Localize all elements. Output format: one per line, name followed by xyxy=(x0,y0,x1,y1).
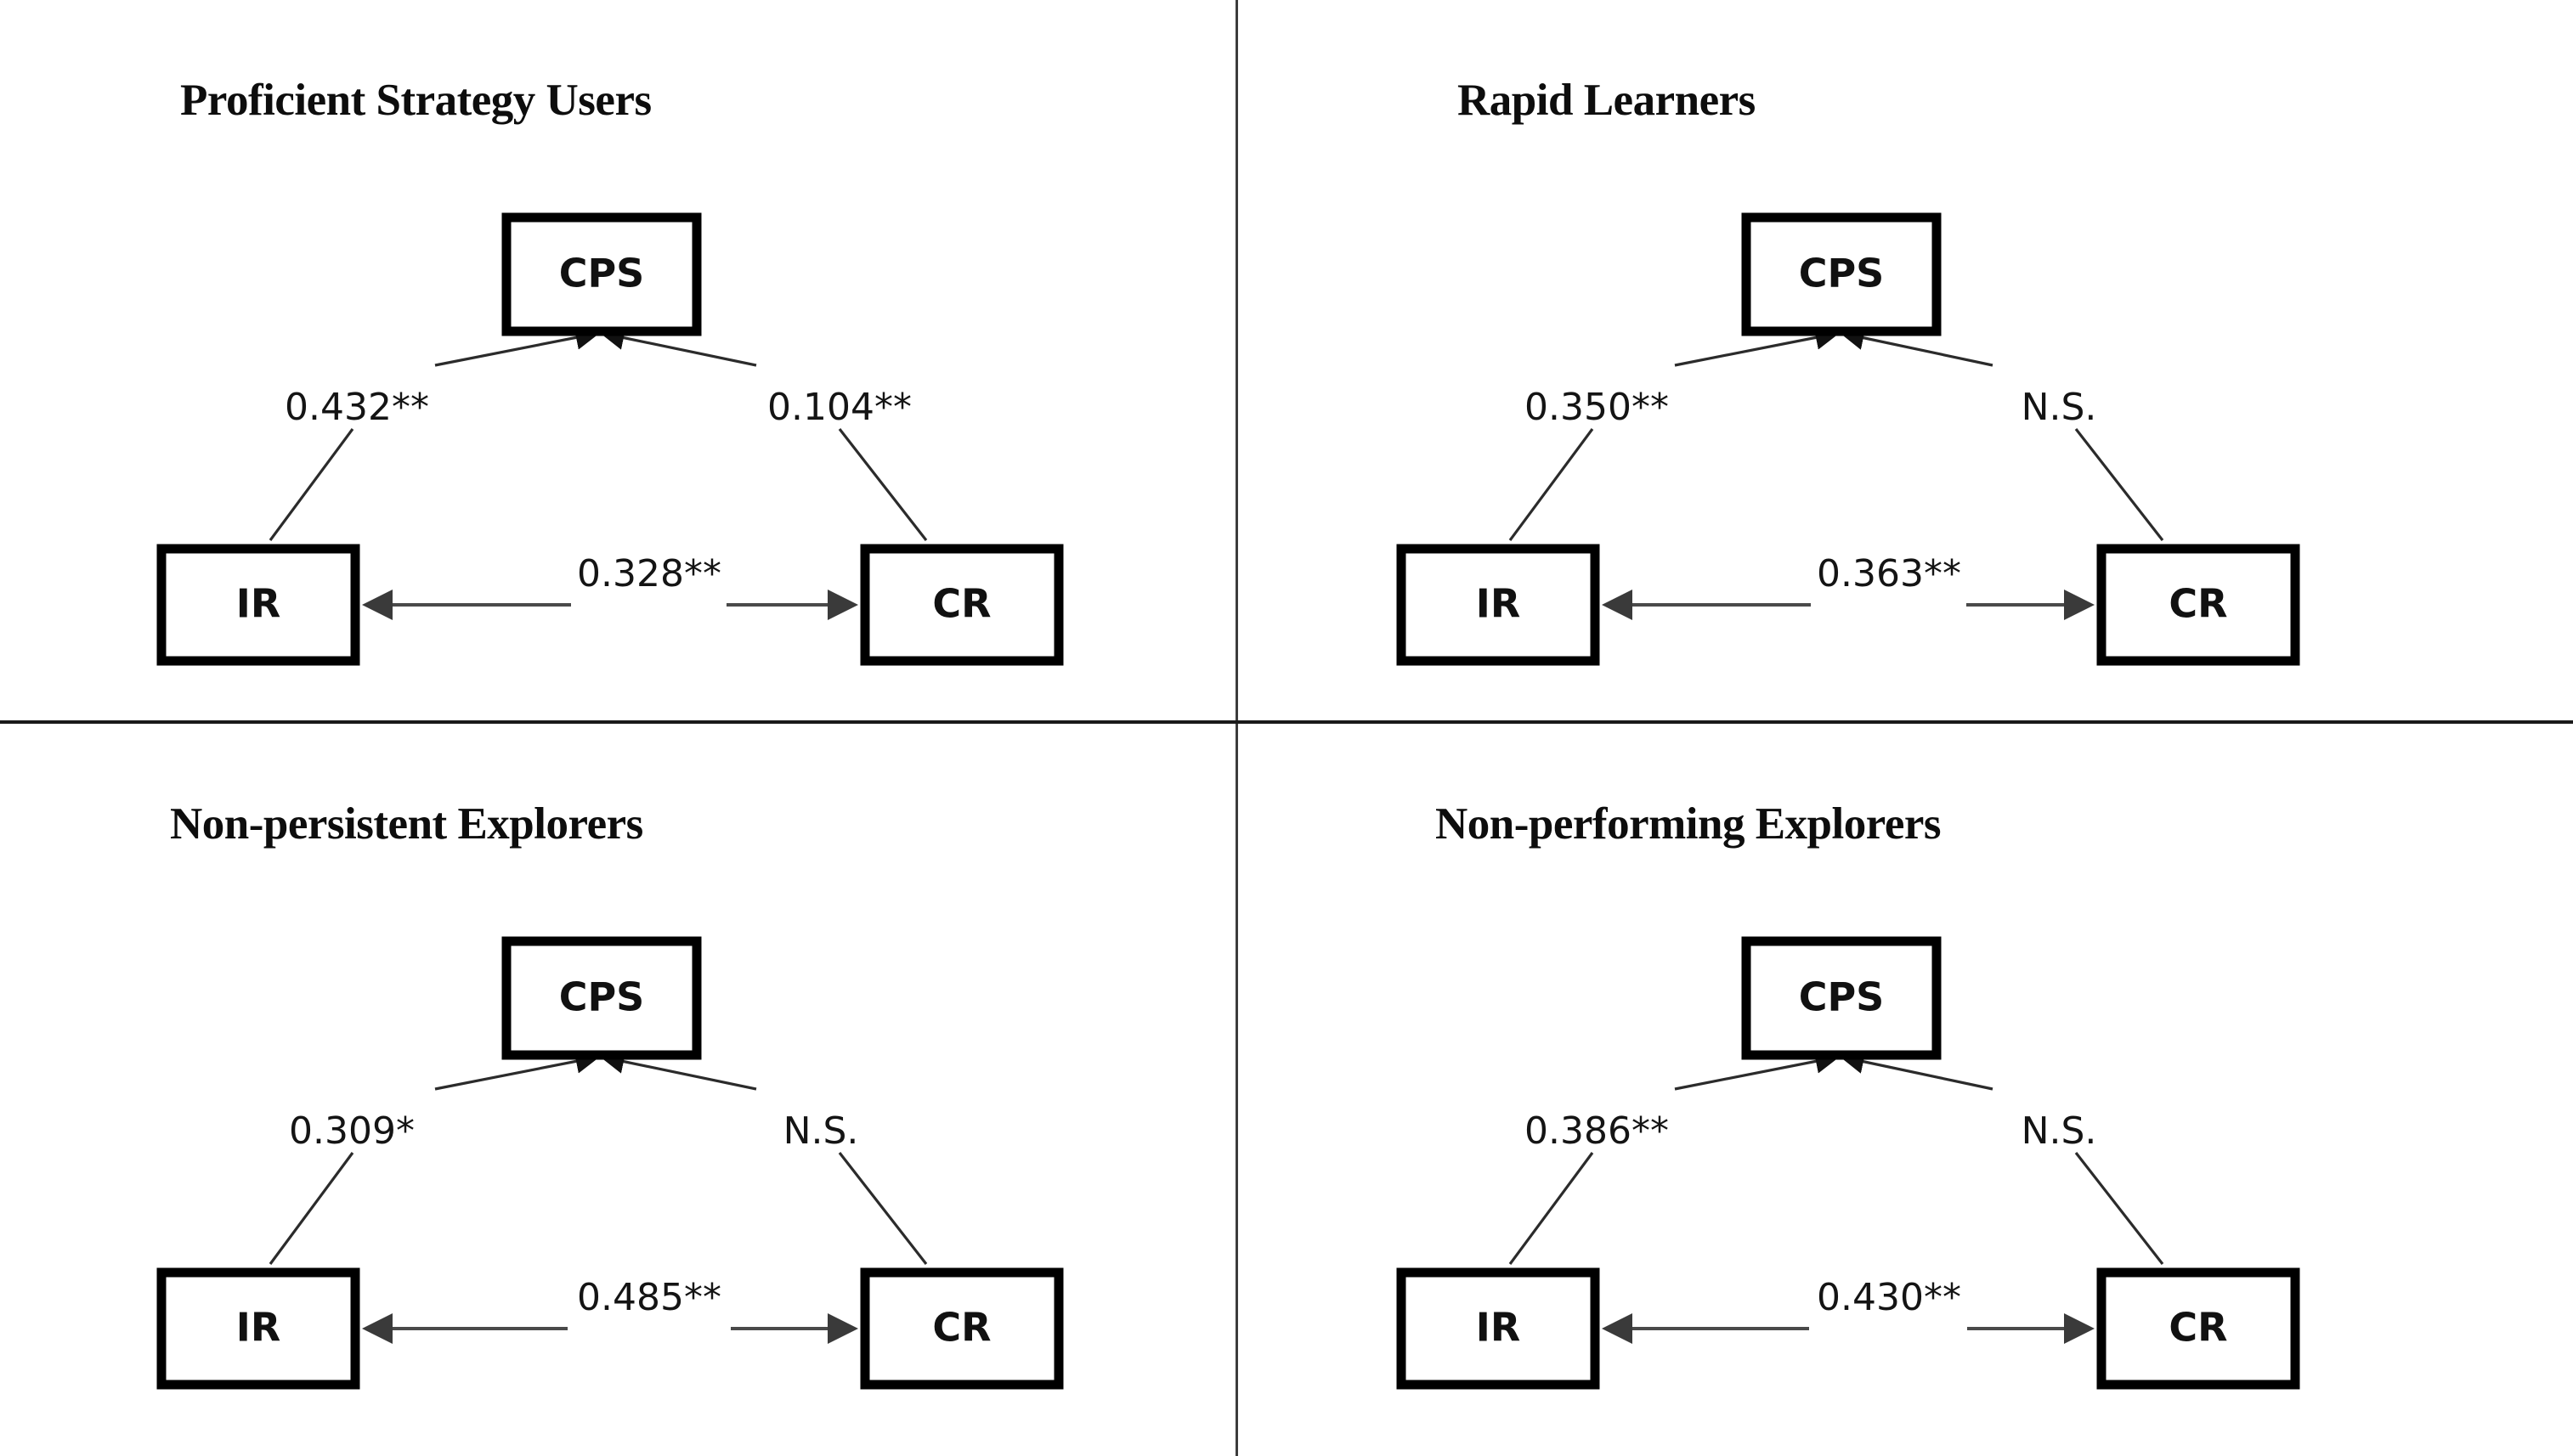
edge-label-ir-to-cps: 0.309* xyxy=(289,1109,415,1153)
node-label-ir: IR xyxy=(236,581,281,627)
node-box-cps[interactable] xyxy=(501,936,702,1060)
edge-ir-to-cps-arrow xyxy=(434,325,601,367)
edge-label-ir-cr: 0.328** xyxy=(577,552,721,595)
edge-ir-to-cps-lower xyxy=(1508,1152,1594,1265)
edge-ir-to-cps-arrow xyxy=(1674,325,1841,367)
node-box-cr[interactable] xyxy=(860,544,1064,666)
path-diagram: CPS IR CR 0.432** 0.104** 0.328** xyxy=(156,212,1064,666)
edge-label-ir-to-cps: 0.386** xyxy=(1524,1109,1669,1153)
node-label-cr: CR xyxy=(932,581,991,627)
node-label-ir: IR xyxy=(236,1305,281,1351)
node-box-cr[interactable] xyxy=(860,1267,1064,1390)
node-box-ir[interactable] xyxy=(1396,1267,1600,1390)
node-label-cr: CR xyxy=(2169,581,2227,627)
panel-non-performing-explorers: Non-performing Explorers xyxy=(1238,724,2474,1444)
edge-ir-to-cps-lower xyxy=(269,1152,354,1265)
node-box-ir[interactable] xyxy=(156,1267,360,1390)
edge-cr-to-cps-arrow xyxy=(599,325,757,367)
panel-non-persistent-explorers: Non-persistent Explorers xyxy=(0,724,1236,1444)
edge-ir-to-cps-arrow xyxy=(1674,1049,1841,1091)
node-box-cr[interactable] xyxy=(2096,544,2300,666)
edge-label-ir-cr: 0.485** xyxy=(577,1276,721,1319)
edge-ir-to-cps-lower xyxy=(1508,428,1594,541)
edge-cr-to-cps-arrow xyxy=(1839,1049,1993,1091)
edge-cr-to-cps-arrow xyxy=(1839,325,1993,367)
node-box-cr[interactable] xyxy=(2096,1267,2300,1390)
edge-label-cr-to-cps: 0.104** xyxy=(767,386,912,429)
edge-ir-to-cps-lower xyxy=(269,428,354,541)
node-label-ir: IR xyxy=(1476,1305,1521,1351)
node-label-cps: CPS xyxy=(1799,974,1885,1020)
vertical-divider xyxy=(1236,0,1238,1456)
node-label-ir: IR xyxy=(1476,581,1521,627)
node-label-cps: CPS xyxy=(559,251,645,296)
edge-label-cr-to-cps: N.S. xyxy=(2022,1109,2097,1153)
edge-label-ir-to-cps: 0.350** xyxy=(1524,386,1669,429)
panel-title: Rapid Learners xyxy=(1457,76,1756,125)
path-diagram: CPS IR CR 0.309* N.S. 0.485** xyxy=(156,936,1064,1390)
panel-title: Non-persistent Explorers xyxy=(170,799,643,849)
edge-cr-to-cps-lower xyxy=(2074,428,2164,541)
node-label-cps: CPS xyxy=(559,974,645,1020)
panel-title: Proficient Strategy Users xyxy=(180,76,652,125)
panel-rapid-learners: Rapid Learners CPS xyxy=(1238,0,2474,720)
panel-title: Non-performing Explorers xyxy=(1435,799,1942,849)
edge-cr-to-cps-lower xyxy=(838,1152,928,1265)
edge-label-ir-to-cps: 0.432** xyxy=(285,386,429,429)
path-diagram: CPS IR CR 0.386** N.S. 0.430** xyxy=(1396,936,2300,1390)
edge-label-ir-cr: 0.430** xyxy=(1817,1276,1961,1319)
horizontal-divider xyxy=(0,720,2573,724)
node-box-ir[interactable] xyxy=(1396,544,1600,666)
edge-ir-to-cps-arrow xyxy=(434,1049,601,1091)
node-label-cr: CR xyxy=(2169,1305,2227,1351)
node-box-cps[interactable] xyxy=(501,212,702,336)
path-diagram: CPS IR CR 0.350** N.S. 0.363** xyxy=(1396,212,2300,666)
edge-cr-to-cps-arrow xyxy=(599,1049,757,1091)
panel-proficient-strategy-users: Proficient Strategy Users xyxy=(0,0,1236,720)
node-box-cps[interactable] xyxy=(1741,936,1942,1060)
edge-label-cr-to-cps: N.S. xyxy=(783,1109,859,1153)
edge-cr-to-cps-lower xyxy=(2074,1152,2164,1265)
edge-label-cr-to-cps: N.S. xyxy=(2022,386,2097,429)
edge-label-ir-cr: 0.363** xyxy=(1817,552,1961,595)
node-box-cps[interactable] xyxy=(1741,212,1942,336)
node-label-cr: CR xyxy=(932,1305,991,1351)
node-box-ir[interactable] xyxy=(156,544,360,666)
node-label-cps: CPS xyxy=(1799,251,1885,296)
edge-cr-to-cps-lower xyxy=(838,428,928,541)
